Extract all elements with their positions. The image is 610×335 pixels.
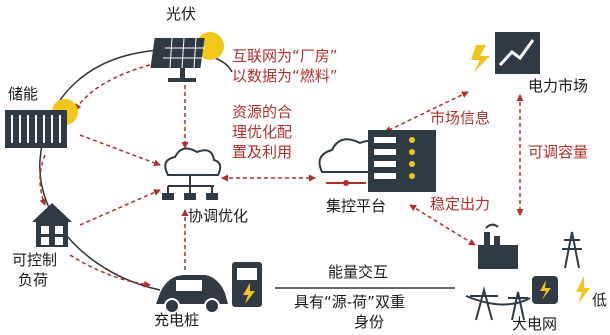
label-coordination: 协调优化	[188, 207, 249, 225]
label-control-platform: 集控平台	[326, 197, 387, 215]
label-dual-identity-1: 具有“源-荷”双重	[294, 293, 405, 311]
transmission-tower-icon	[562, 231, 582, 269]
house-load-icon	[32, 203, 72, 247]
battery-storage-icon	[5, 99, 78, 148]
label-energy-exchange: 能量交互	[328, 263, 389, 281]
note-stable-output: 稳定出力	[430, 195, 491, 213]
note-resource-3: 置及利用	[232, 143, 293, 161]
note-internet-1: 互联网为“厂房”	[232, 47, 338, 65]
power-plant-icon	[478, 223, 518, 269]
arrow-storage-to-coord	[79, 134, 161, 167]
note-adjustable-capacity: 可调容量	[528, 143, 589, 161]
bolt-icon	[576, 276, 590, 304]
label-power-market: 电力市场	[528, 77, 589, 95]
arrow-stable-output	[409, 204, 476, 246]
note-resource-2: 理优化配	[232, 123, 293, 141]
server-cloud-icon	[318, 130, 436, 192]
note-market-info: 市场信息	[430, 109, 491, 127]
power-line-pylon-icon	[465, 286, 531, 321]
label-charging-pile: 充电桩	[154, 311, 200, 329]
note-resource-1: 资源的合	[232, 103, 293, 121]
label-dual-identity-2: 身份	[354, 313, 385, 331]
charging-station-icon	[232, 262, 262, 307]
arrow-load-to-coord	[79, 189, 161, 226]
solar-panel-icon	[150, 32, 224, 82]
arc-load-charger	[69, 254, 151, 288]
label-grid: 大电网	[512, 315, 558, 333]
resource-ring-arc-top	[214, 57, 233, 73]
note-internet-2: 以数据为“燃料”	[232, 67, 338, 85]
substation-icon	[532, 276, 558, 304]
arc-pv-storage	[74, 64, 151, 111]
label-controllable-load-2: 负荷	[18, 271, 49, 289]
cloud-network-icon	[162, 147, 222, 200]
market-chart-icon	[471, 32, 540, 74]
label-storage: 储能	[8, 85, 39, 103]
label-low-cut: 低	[592, 291, 608, 309]
label-controllable-load-1: 可控制	[12, 251, 58, 269]
label-photovoltaic: 光伏	[166, 5, 197, 23]
resource-ring-arc	[39, 49, 161, 291]
arrow-market-info	[384, 91, 469, 133]
electric-car-icon	[156, 275, 228, 314]
